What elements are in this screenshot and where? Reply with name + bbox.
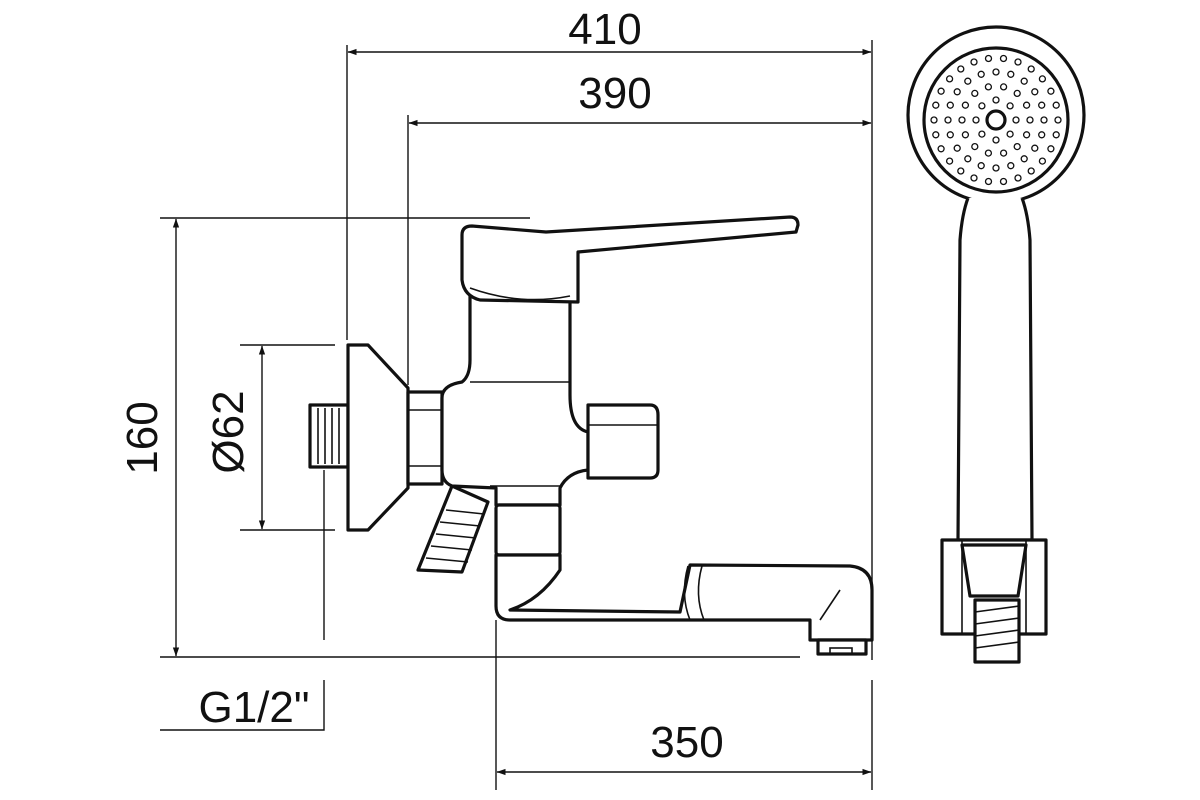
nozzle bbox=[977, 70, 985, 78]
nozzle bbox=[946, 101, 954, 109]
hex-nut bbox=[406, 390, 444, 486]
nozzle bbox=[932, 131, 940, 139]
faucet-side-view bbox=[308, 215, 874, 656]
diverter-knob bbox=[586, 403, 660, 480]
nozzle bbox=[992, 68, 1000, 76]
nozzle bbox=[992, 136, 1000, 144]
nozzle bbox=[1007, 70, 1015, 78]
dim-overall-length: 410 bbox=[568, 5, 641, 54]
nozzle bbox=[932, 101, 940, 109]
hose-thread-right bbox=[973, 598, 1021, 664]
wall-thread-connector bbox=[308, 403, 350, 469]
nozzle bbox=[961, 101, 970, 109]
nozzle bbox=[1006, 130, 1014, 138]
dim-body-length: 390 bbox=[578, 69, 651, 118]
nozzle bbox=[946, 131, 954, 139]
nozzle bbox=[1022, 131, 1031, 139]
dim-flange-diameter: Ø62 bbox=[204, 390, 253, 473]
nozzle bbox=[1027, 167, 1035, 175]
nozzle bbox=[971, 89, 979, 98]
nozzle bbox=[1027, 65, 1035, 73]
nozzle bbox=[937, 145, 945, 153]
nozzle bbox=[984, 83, 993, 91]
hose-thread-left bbox=[416, 484, 490, 574]
nozzle bbox=[930, 116, 938, 124]
nozzle bbox=[978, 130, 986, 138]
nozzle bbox=[1022, 101, 1031, 109]
nozzle bbox=[957, 65, 965, 73]
shower-handle bbox=[956, 197, 1034, 542]
nozzle bbox=[1038, 101, 1046, 109]
nozzle bbox=[999, 177, 1008, 186]
nozzle bbox=[970, 58, 978, 66]
nozzle bbox=[1031, 88, 1039, 96]
nozzle bbox=[978, 102, 986, 110]
nozzle bbox=[999, 149, 1008, 157]
nozzle bbox=[961, 131, 970, 139]
nozzle bbox=[964, 77, 972, 85]
nozzle bbox=[984, 54, 993, 63]
nozzle bbox=[1052, 101, 1060, 109]
nozzle bbox=[945, 157, 954, 165]
nozzle bbox=[1014, 174, 1022, 182]
nozzle bbox=[1013, 142, 1021, 151]
nozzle bbox=[1047, 145, 1055, 153]
extension-lines bbox=[160, 40, 873, 790]
nozzle bbox=[937, 87, 945, 95]
nozzle bbox=[1012, 116, 1020, 124]
nozzle bbox=[1038, 131, 1046, 139]
nozzle bbox=[971, 142, 979, 151]
nozzle bbox=[972, 116, 980, 124]
shower-nozzles bbox=[930, 54, 1062, 186]
nozzle bbox=[1014, 58, 1022, 66]
nozzle bbox=[992, 164, 1000, 172]
hand-shower bbox=[906, 25, 1086, 664]
nozzle bbox=[999, 83, 1008, 91]
nozzle bbox=[1038, 75, 1047, 83]
nozzle bbox=[1020, 77, 1028, 85]
nozzle bbox=[1040, 116, 1048, 124]
nozzle bbox=[957, 167, 965, 175]
nozzle bbox=[1013, 89, 1021, 98]
dim-spout-length: 350 bbox=[650, 718, 723, 767]
spout bbox=[494, 503, 874, 656]
shower-head-icon bbox=[906, 25, 1086, 205]
nozzle bbox=[970, 174, 978, 182]
nozzle bbox=[1007, 162, 1015, 170]
nozzle bbox=[1047, 87, 1055, 95]
nozzle bbox=[977, 162, 985, 170]
lever-handle[interactable] bbox=[460, 215, 800, 304]
nozzle bbox=[953, 144, 961, 152]
nozzle bbox=[1052, 131, 1060, 139]
nozzle bbox=[953, 88, 961, 96]
nozzle bbox=[1026, 116, 1034, 124]
nozzle bbox=[992, 96, 1000, 104]
nozzle bbox=[999, 54, 1008, 63]
nozzle bbox=[1054, 116, 1062, 124]
nozzle bbox=[958, 116, 966, 124]
nozzle bbox=[1038, 157, 1047, 165]
nozzle bbox=[945, 75, 954, 83]
dim-connection-thread: G1/2" bbox=[198, 683, 309, 732]
nozzle bbox=[984, 149, 993, 157]
dimension-lines bbox=[172, 48, 872, 776]
mixer-body bbox=[440, 288, 590, 507]
nozzle bbox=[984, 177, 993, 186]
nozzle bbox=[944, 116, 952, 124]
nozzle bbox=[964, 155, 972, 163]
dim-height: 160 bbox=[118, 401, 167, 474]
nozzle bbox=[1031, 144, 1039, 152]
nozzle bbox=[1020, 155, 1028, 163]
cover-flange bbox=[346, 343, 410, 532]
nozzle bbox=[1006, 102, 1014, 110]
